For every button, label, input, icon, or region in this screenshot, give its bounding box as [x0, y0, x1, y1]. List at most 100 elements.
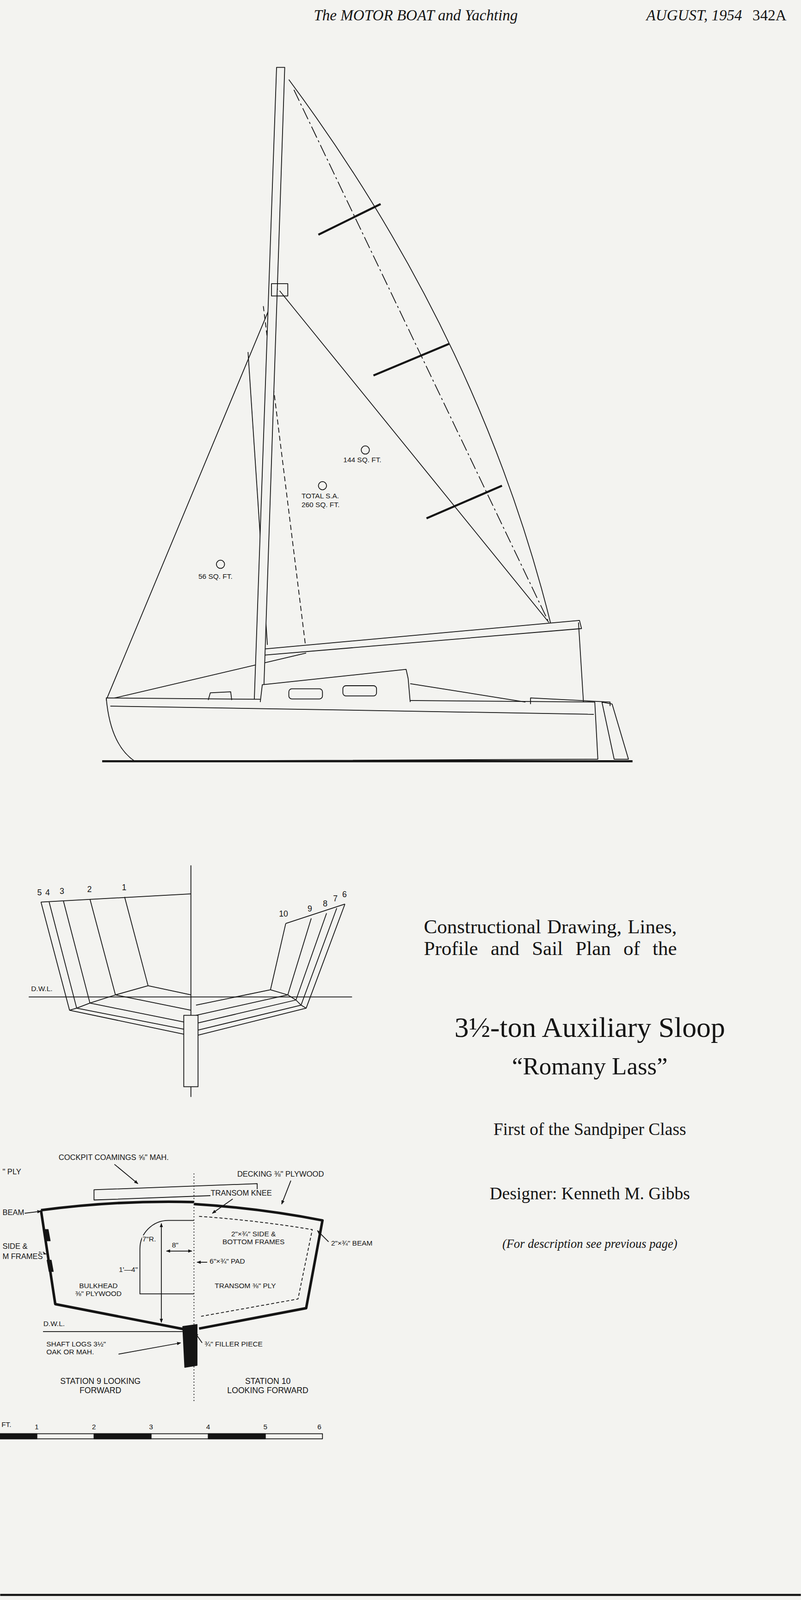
scale-label: 2 [91, 1422, 97, 1431]
part-label: 2"×¾" SIDE & BOTTOM FRAMES [221, 1229, 287, 1246]
centre-line [193, 1172, 195, 1403]
shroud [279, 290, 549, 623]
window [342, 685, 377, 696]
leader-line [197, 1261, 208, 1263]
part-label: BULKHEAD ⅜" PLYWOOD [73, 1281, 124, 1298]
coachroof [260, 669, 411, 703]
scale-label: FT. [0, 1420, 12, 1429]
construction-section [24, 1163, 329, 1403]
station-number: 2 [86, 884, 93, 894]
part-label: TRANSOM ⅜" PLY [214, 1281, 277, 1290]
coaming [410, 683, 526, 703]
leader-line [24, 1210, 41, 1213]
rubbing-strake [110, 705, 594, 715]
station-number: 1 [121, 882, 128, 892]
shaft-log [182, 1324, 198, 1368]
leader-line [118, 1342, 181, 1354]
scale-label: 4 [205, 1422, 211, 1431]
scale-fill [0, 1433, 265, 1439]
station-line [41, 896, 192, 1036]
crane [271, 283, 288, 296]
part-label: 6"×¾" PAD [209, 1256, 246, 1265]
keel [183, 1014, 198, 1086]
centre-mark [361, 445, 370, 455]
scale-label: 1 [34, 1422, 40, 1431]
centre-mark [318, 481, 327, 490]
dimension: 1'—4" [118, 1265, 139, 1274]
scale-label: 5 [262, 1422, 268, 1431]
waterline-label: D.W.L. [43, 1319, 66, 1328]
leader-line [317, 1230, 329, 1242]
page-header: AUGUST, 1954 [646, 6, 743, 24]
hull [106, 697, 598, 761]
part-label: 2"×¾" BEAM [330, 1238, 373, 1247]
centre-mark [216, 560, 225, 569]
hull-side [41, 1209, 186, 1330]
sail-area: 56 SQ. FT. [197, 572, 234, 581]
part-label: BEAM [1, 1207, 25, 1217]
window [289, 688, 323, 699]
base-line [102, 759, 633, 762]
boom [264, 620, 582, 655]
part-label: " PLY [1, 1167, 22, 1176]
station-number: 9 [307, 904, 313, 913]
sheer-line [285, 903, 346, 924]
station-line [196, 903, 346, 1036]
station-number: 3 [59, 886, 65, 896]
station-number: 7 [332, 893, 339, 903]
pulpit [530, 697, 610, 706]
page-number: 342A [751, 6, 788, 24]
deck [41, 1201, 195, 1210]
scale-label: 3 [148, 1422, 154, 1431]
view-label: STATION 10 LOOKING FORWARD [225, 1376, 310, 1395]
station-number: 8 [322, 899, 328, 908]
part-label: TRANSOM KNEE [210, 1188, 273, 1197]
dimension-line [160, 1222, 162, 1322]
bulkhead-cutout [140, 1219, 195, 1294]
hull-side [193, 1203, 323, 1328]
frame [43, 1228, 54, 1271]
leader-line [114, 1163, 138, 1184]
chine-line [270, 989, 307, 1008]
batten [318, 203, 502, 518]
caption-text: Designer: Kenneth M. Gibbs [489, 1183, 691, 1203]
waterline-label: D.W.L. [30, 984, 53, 993]
caption-text: First of the Sandpiper Class [492, 1119, 687, 1139]
mainsail-leech [289, 79, 552, 625]
caption-text: “Romany Lass” [511, 1052, 669, 1079]
part-label: DECKING ⅜" PLYWOOD [236, 1169, 325, 1178]
dimension: 7"R. [141, 1234, 157, 1243]
page-edge [0, 1593, 801, 1596]
boom-end [578, 622, 584, 704]
caption-text: Constructional Drawing, Lines, Profile a… [423, 915, 678, 960]
leader-line [195, 1331, 203, 1343]
part-label: SHAFT LOGS 3½" OAK OR MAH. [45, 1339, 109, 1356]
leader-line [212, 1198, 233, 1213]
station-number: 6 [341, 889, 348, 899]
station-number: 5 [36, 887, 43, 897]
caption-text: (For description see previous page) [501, 1236, 678, 1251]
station-number: 4 [44, 887, 51, 897]
scale-bar [0, 1433, 323, 1439]
station-number: 10 [278, 909, 289, 919]
leader-line [281, 1180, 291, 1204]
part-label: COCKPIT COAMINGS ⅝" MAH. [58, 1152, 170, 1162]
view-label: STATION 9 LOOKING FORWARD [58, 1376, 143, 1395]
jib-sail [106, 288, 307, 700]
title: 3½-ton Auxiliary Sloop [454, 1011, 726, 1043]
chine-line [69, 985, 148, 1010]
dimension-line [166, 1250, 192, 1251]
scale-bar [0, 1433, 323, 1439]
sail-area: TOTAL S.A. [301, 492, 340, 500]
hatch [208, 691, 232, 700]
part-label: ¾" FILLER PIECE [203, 1339, 264, 1348]
dimension: 8" [171, 1240, 179, 1249]
frame [198, 1215, 313, 1316]
sail-area: 260 SQ. FT. [301, 500, 340, 509]
part-label: SIDE & [1, 1241, 28, 1251]
page-header: The MOTOR BOAT and Yachting [313, 6, 518, 24]
sail-area: 144 SQ. FT. [342, 455, 382, 464]
body-plan [28, 864, 352, 1097]
